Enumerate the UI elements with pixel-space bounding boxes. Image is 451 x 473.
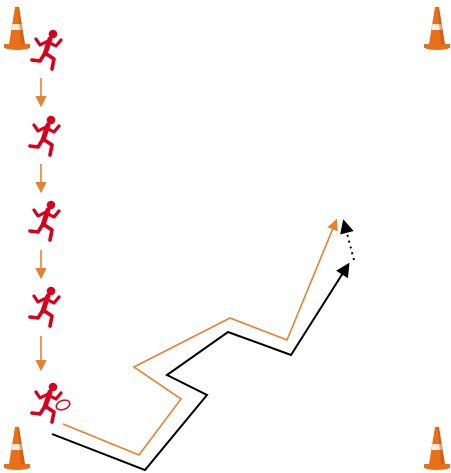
rugby-ball-icon <box>55 399 71 411</box>
running-player-icon <box>30 116 59 155</box>
running-player-icon <box>32 30 61 69</box>
support-player-path <box>51 262 350 472</box>
cone-icon <box>424 427 450 470</box>
cone-icon <box>4 7 30 50</box>
running-player-icon <box>30 201 59 240</box>
ball-carrier-path <box>62 218 338 456</box>
cone-icon <box>4 427 30 470</box>
running-player-icon <box>32 383 61 422</box>
pass-arrow <box>340 219 355 261</box>
cone-icon <box>424 7 450 50</box>
running-player-icon <box>30 287 59 326</box>
